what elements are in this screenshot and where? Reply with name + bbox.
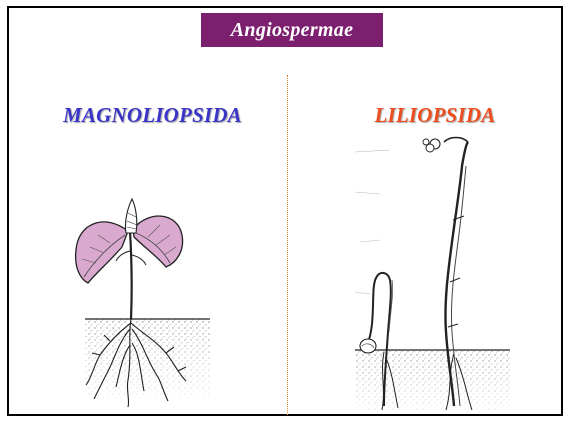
stem (130, 231, 132, 319)
banner-title: Angiospermae (201, 13, 383, 47)
magnoliopsida-label: MAGNOLIOPSIDA (30, 103, 275, 128)
leaf-right (133, 216, 183, 267)
leaf-left (76, 222, 128, 283)
dicot-seedling-illustration (70, 195, 220, 410)
liliopsida-label: LILIOPSIDA (345, 103, 525, 128)
column-divider (287, 75, 288, 415)
monocot-seedling-illustration (350, 132, 515, 412)
